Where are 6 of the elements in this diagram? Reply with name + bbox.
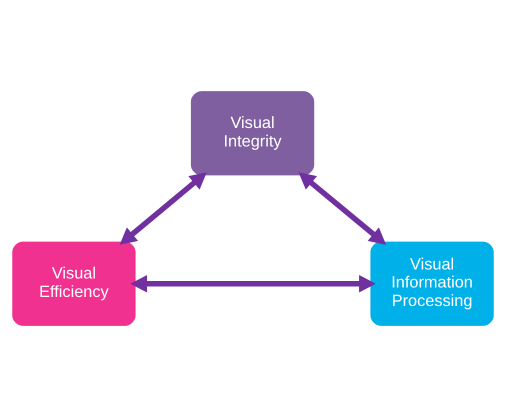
node-box: Visual Information Processing	[370, 240, 495, 326]
node-box: Visual Integrity	[190, 90, 316, 176]
node-box: Visual Efficiency	[11, 240, 136, 326]
arrow	[130, 274, 376, 292]
arrow	[120, 172, 207, 244]
arrow	[298, 172, 386, 244]
